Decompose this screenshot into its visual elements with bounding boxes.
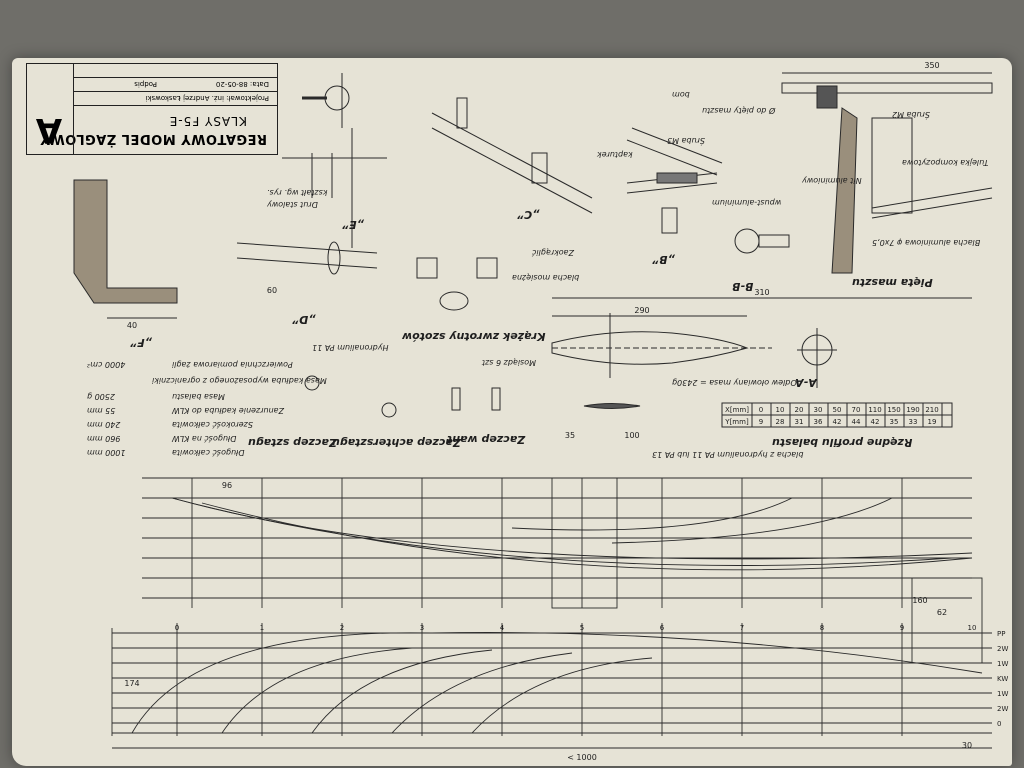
station-label: 8 bbox=[820, 624, 824, 632]
drawing-sheet: A REGATOWY MODEL ŻAGLOWY KLASY F5-E Proj… bbox=[12, 58, 1012, 766]
table-y: 44 bbox=[852, 418, 861, 426]
dim-62: 62 bbox=[937, 608, 947, 617]
spec-szerokosc-value: 240 mm bbox=[87, 420, 121, 429]
spec-masa-kadluba-label: Masa kadłuba wyposażonego z ograniczniki bbox=[152, 376, 327, 385]
table-header-x: X[mm] bbox=[725, 406, 749, 414]
note-do-piety: Ø do pięty masztu bbox=[702, 106, 776, 115]
label-pieta-masztu: Pięta masztu bbox=[852, 276, 933, 289]
dim-hull-len: < 1000 bbox=[567, 753, 597, 762]
waterline-label: PP bbox=[997, 630, 1005, 638]
table-x: 0 bbox=[759, 406, 763, 414]
station-label: 3 bbox=[420, 624, 424, 632]
dim-174: 174 bbox=[124, 679, 139, 688]
title-block: A REGATOWY MODEL ŻAGLOWY KLASY F5-E Proj… bbox=[26, 63, 278, 155]
table-y: 42 bbox=[871, 418, 880, 426]
table-x: 150 bbox=[887, 406, 900, 414]
label-zaczep-achtersztagu: Zaczep achtersztagu bbox=[332, 436, 461, 449]
note-sruba-m3: Śruba M3 bbox=[667, 136, 705, 145]
dim-30: 30 bbox=[962, 741, 972, 750]
label-c: „C” bbox=[517, 208, 540, 221]
spec-kw-label: Długość na KLW bbox=[172, 434, 237, 443]
station-label: 4 bbox=[500, 624, 505, 632]
note-mosiadz: Mosiądz 6 szt bbox=[482, 358, 537, 367]
station-label: 9 bbox=[900, 624, 904, 632]
label-e: „E” bbox=[342, 218, 364, 231]
station-label: 1 bbox=[260, 624, 264, 632]
station-label: 6 bbox=[660, 624, 665, 632]
waterline-label: 1W bbox=[997, 660, 1008, 668]
dim-ballast-len: 290 bbox=[634, 306, 649, 315]
table-header-y: Y[mm] bbox=[724, 418, 749, 426]
label-rzedne: Rzędne profilu balastu bbox=[772, 436, 913, 449]
spec-powierzchnia-value: 4000 cm² bbox=[87, 360, 126, 369]
note-tolerancje: Zaokrąglić bbox=[532, 248, 575, 257]
table-x: 30 bbox=[814, 406, 823, 414]
waterline-label: 2W bbox=[997, 705, 1008, 713]
table-y: 9 bbox=[759, 418, 763, 426]
label-zaczep-sztagu: Zaczep sztagu bbox=[248, 436, 337, 449]
spec-dlugosc-value: 1000 mm bbox=[87, 448, 126, 457]
spec-masa-balastu-label: Masa balastu bbox=[172, 392, 225, 401]
note-tuleja: Tulejka kompozytowa bbox=[902, 158, 989, 167]
spec-powierzchnia-label: Powierzchnia pomiarowa żagli bbox=[172, 360, 293, 369]
note-drut-stalowy: Drut stalowy bbox=[267, 200, 318, 209]
dim-35: 35 bbox=[565, 431, 575, 440]
table-x: 70 bbox=[852, 406, 861, 414]
spec-zanurzenie-value: 55 mm bbox=[87, 406, 116, 415]
dim-60: 60 bbox=[267, 286, 277, 295]
note-blacha: blacha z hydronalium PA 11 lub PA 13 bbox=[652, 450, 804, 459]
station-label: 0 bbox=[175, 624, 179, 632]
table-x: 20 bbox=[795, 406, 804, 414]
waterline-label: KW bbox=[997, 675, 1008, 683]
table-y: 19 bbox=[928, 418, 937, 426]
waterline-label: 2W bbox=[997, 645, 1008, 653]
table-y: 36 bbox=[814, 418, 823, 426]
table-x: 10 bbox=[776, 406, 785, 414]
dim-ballast-full: 310 bbox=[754, 288, 769, 297]
station-label: 2 bbox=[340, 624, 344, 632]
note-ksztalt: kształt wg. rys. bbox=[267, 188, 328, 197]
spec-kw-value: 960 mm bbox=[87, 434, 121, 443]
note-sruba-m2: Śruba M2 bbox=[892, 110, 930, 119]
note-hydronalium: Hydronalium PA 11 bbox=[312, 343, 389, 352]
note-blacha-mosiezna: blacha mosiężna bbox=[512, 273, 580, 282]
table-y: 33 bbox=[909, 418, 918, 426]
spec-zanurzenie-label: Zanurzenie kadłuba do KLW bbox=[172, 406, 284, 415]
note-kapturek: kapturek bbox=[597, 150, 633, 159]
waterline-label: 1W bbox=[997, 690, 1008, 698]
note-nit: Nit aluminiowy bbox=[802, 176, 862, 185]
label-d: „D” bbox=[292, 313, 316, 326]
spec-szerokosc-label: Szerokość całkowita bbox=[172, 420, 253, 429]
station-label: 7 bbox=[740, 624, 744, 632]
dim-350: 350 bbox=[924, 61, 939, 70]
label-aa: A-A bbox=[795, 376, 817, 389]
note-blacha-aluminium: Blacha aluminiowa φ 7x0,5 bbox=[872, 238, 981, 247]
waterline-label: 0 bbox=[997, 720, 1001, 728]
table-y: 31 bbox=[795, 418, 804, 426]
dim-160: 160 bbox=[912, 596, 927, 605]
note-odlew: Odlew ołowiany masa = 2430g bbox=[672, 378, 797, 387]
table-x: 190 bbox=[906, 406, 919, 414]
table-x: 50 bbox=[833, 406, 842, 414]
spec-dlugosc-label: Długość całkowita bbox=[172, 448, 245, 457]
label-bb: B-B bbox=[732, 280, 754, 293]
label-f: „F” bbox=[130, 336, 152, 349]
technical-drawing: X[mm] Y[mm] 0 10 20 30 50 70 110 150 190… bbox=[73, 61, 1008, 762]
dim-40: 40 bbox=[127, 321, 137, 330]
note-wpust: wpust-aluminium bbox=[712, 198, 782, 207]
label-b: „B” bbox=[652, 253, 675, 266]
station-label: 10 bbox=[968, 624, 977, 632]
table-x: 110 bbox=[868, 406, 881, 414]
label-krazek: Krążek zwrotny szotów bbox=[402, 330, 546, 343]
station-label: 5 bbox=[580, 624, 584, 632]
table-y: 42 bbox=[833, 418, 842, 426]
spec-masa-balastu-value: 2500 g bbox=[87, 392, 115, 401]
table-x: 210 bbox=[925, 406, 938, 414]
note-bom: bom bbox=[672, 90, 690, 99]
dim-hull-96: 96 bbox=[222, 481, 232, 490]
table-y: 35 bbox=[890, 418, 899, 426]
dim-100: 100 bbox=[624, 431, 639, 440]
table-y: 28 bbox=[776, 418, 785, 426]
